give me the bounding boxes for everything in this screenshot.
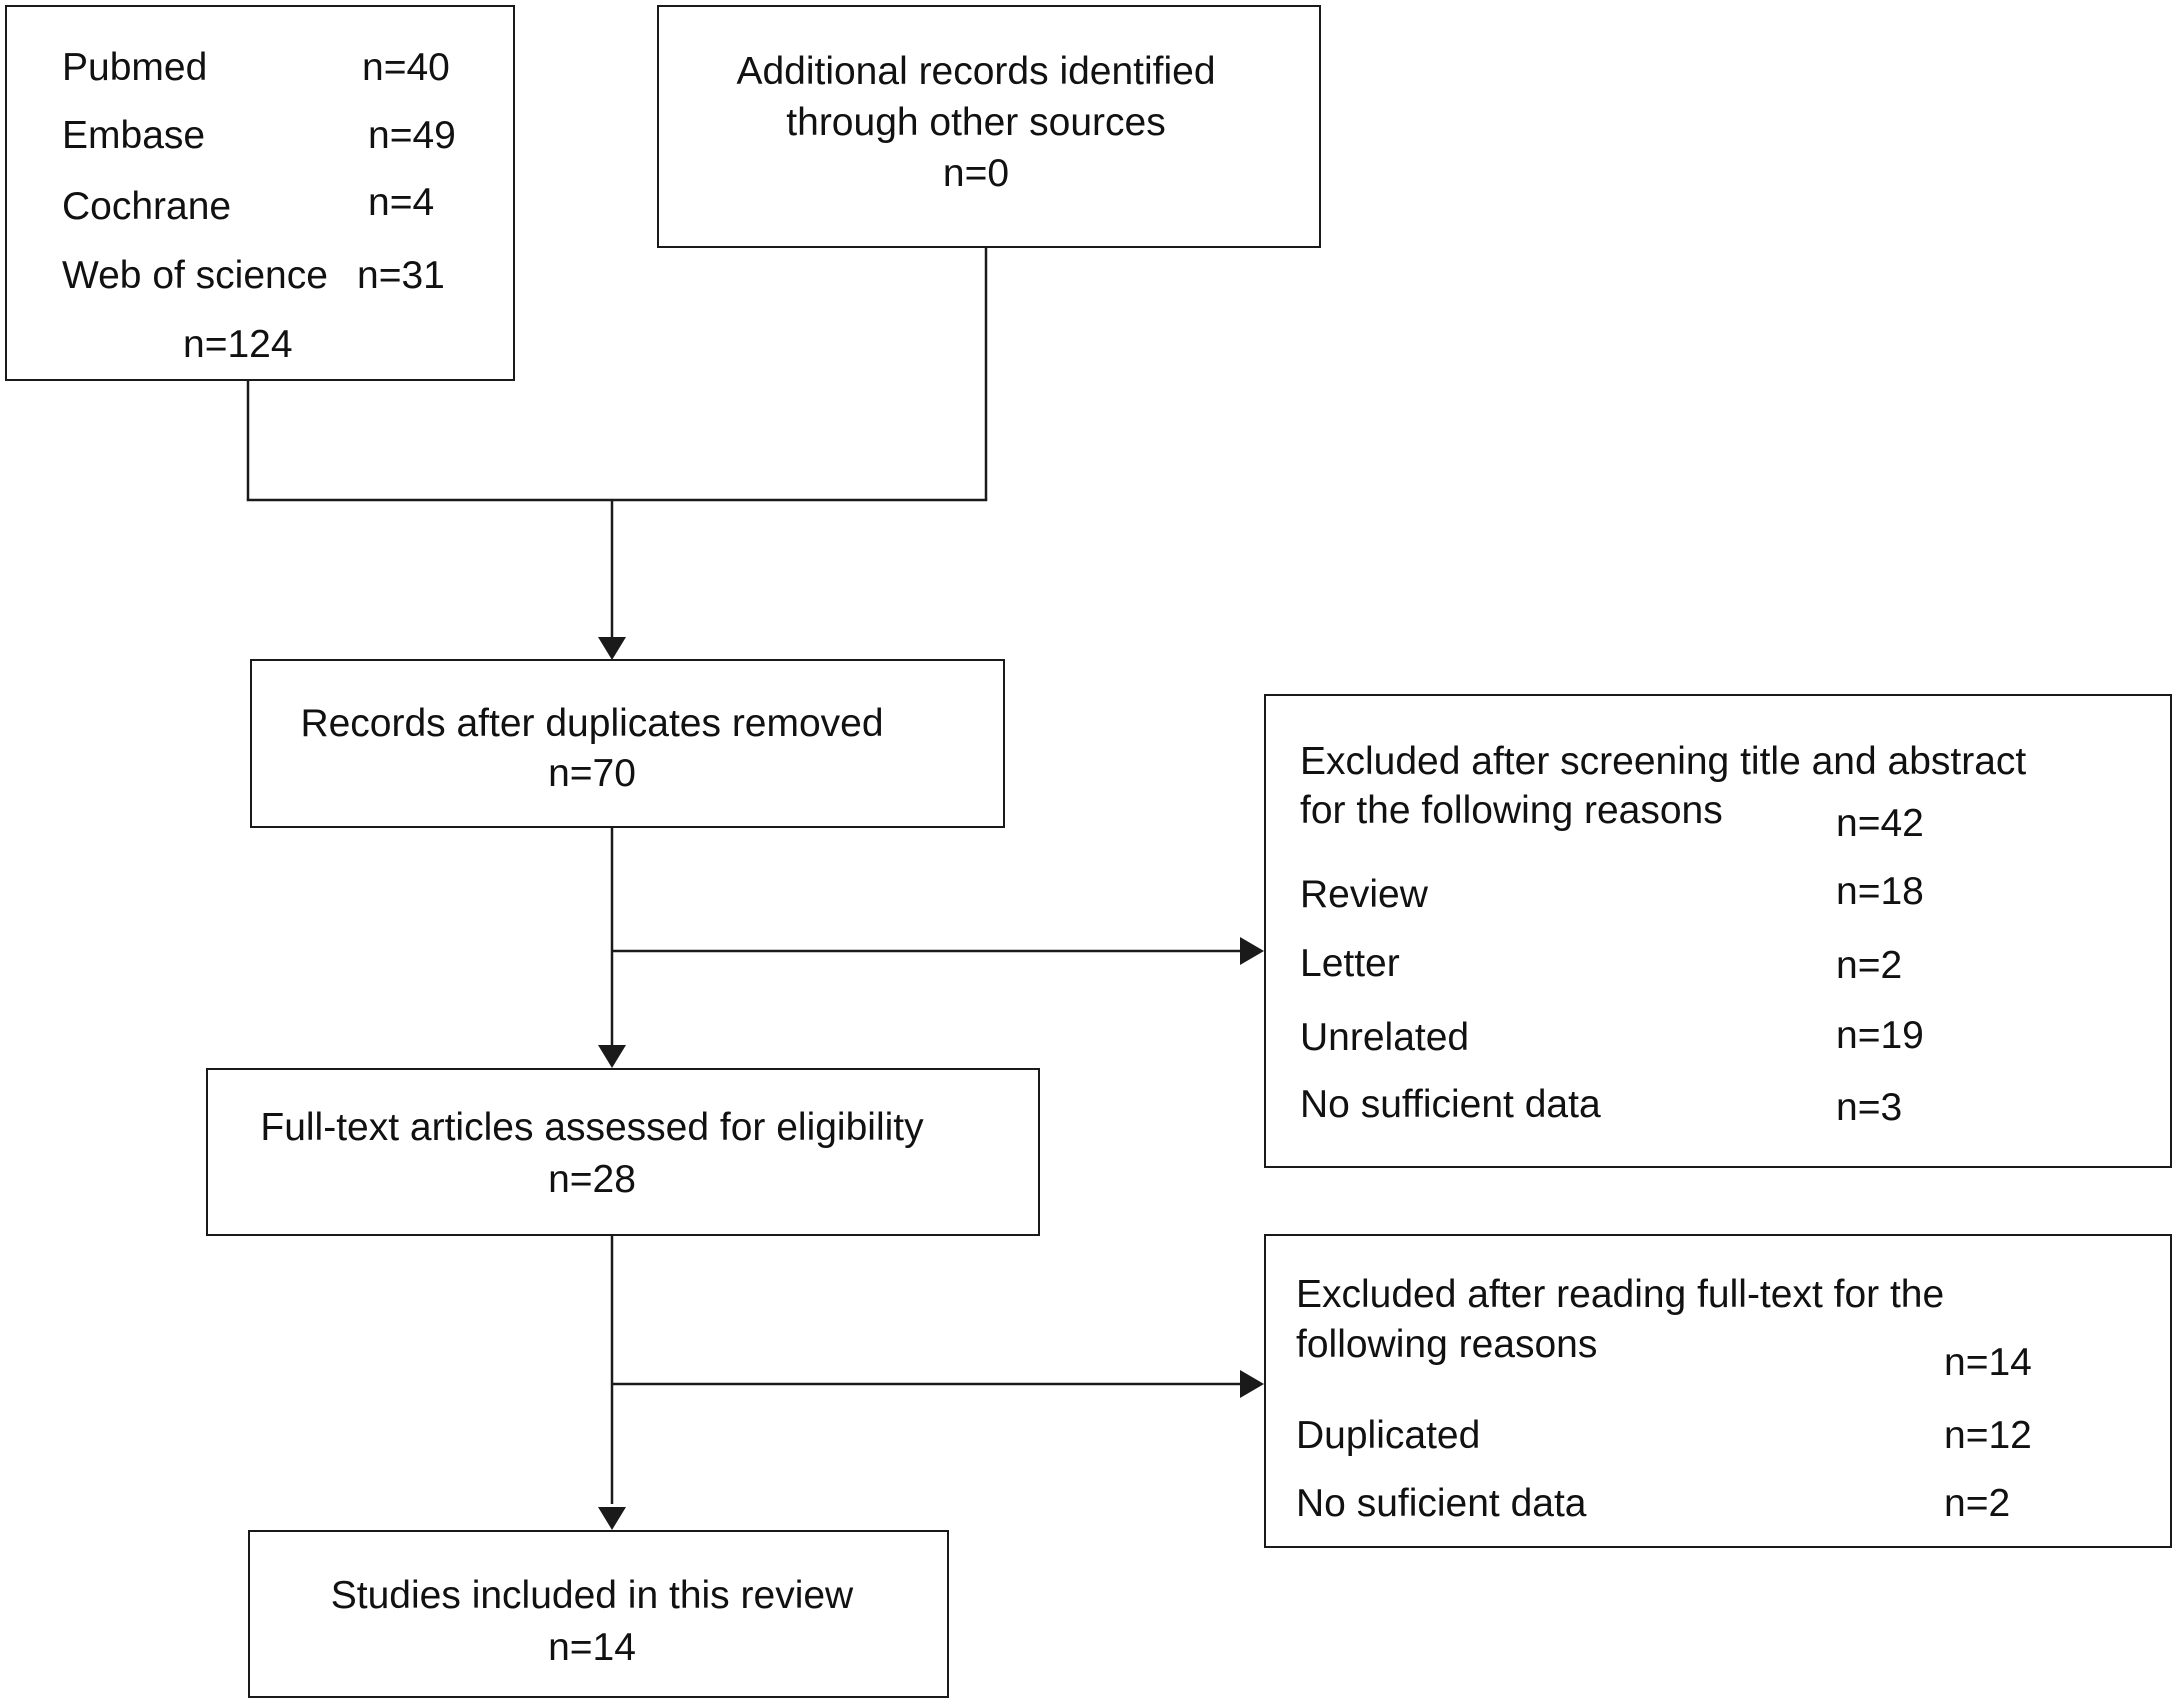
arrowhead-included bbox=[598, 1507, 626, 1530]
screen-reason-label-nodata: No sufficient data bbox=[1300, 1083, 1601, 1126]
screen-reason-count-unrelated: n=19 bbox=[1836, 1014, 1924, 1057]
source-count-pubmed: n=40 bbox=[362, 46, 450, 89]
fulltext-reason-label-nodata: No suficient data bbox=[1296, 1482, 1587, 1525]
fulltext-count: n=28 bbox=[548, 1158, 636, 1201]
source-label-wos: Web of science bbox=[62, 254, 328, 297]
arrowhead-screen-excluded bbox=[1240, 937, 1264, 965]
screen-reason-count-nodata: n=3 bbox=[1836, 1086, 1903, 1129]
arrowhead-fulltext bbox=[598, 1045, 626, 1068]
screen-reason-label-review: Review bbox=[1300, 873, 1428, 916]
additional-records-line1: Additional records identified bbox=[736, 50, 1216, 93]
fulltext-reason-label-duplicated: Duplicated bbox=[1296, 1414, 1481, 1457]
fulltext-excluded-total: n=14 bbox=[1944, 1341, 2032, 1384]
screen-reason-count-letter: n=2 bbox=[1836, 944, 1903, 987]
screen-reason-count-review: n=18 bbox=[1836, 870, 1924, 913]
screen-excluded-total: n=42 bbox=[1836, 802, 1924, 845]
fulltext-label: Full-text articles assessed for eligibil… bbox=[260, 1106, 924, 1149]
dedup-count: n=70 bbox=[548, 752, 636, 795]
screen-excluded-line1: Excluded after screening title and abstr… bbox=[1300, 740, 2027, 783]
screen-reason-label-unrelated: Unrelated bbox=[1300, 1016, 1470, 1059]
additional-records-count: n=0 bbox=[942, 152, 1010, 195]
dedup-label: Records after duplicates removed bbox=[300, 702, 884, 745]
screen-excluded-box bbox=[1264, 694, 2172, 1168]
additional-records-line2: through other sources bbox=[786, 101, 1166, 144]
sources-total: n=124 bbox=[183, 323, 293, 366]
source-label-pubmed: Pubmed bbox=[62, 46, 208, 89]
additional-records-box bbox=[657, 5, 1321, 248]
source-count-embase: n=49 bbox=[368, 114, 456, 157]
fulltext-excluded-line1: Excluded after reading full-text for the bbox=[1296, 1273, 1945, 1316]
included-count: n=14 bbox=[548, 1626, 636, 1669]
fulltext-excluded-line2: following reasons bbox=[1296, 1323, 1598, 1366]
source-count-cochrane: n=4 bbox=[368, 181, 435, 224]
arrowhead-fulltext-excluded bbox=[1240, 1370, 1264, 1398]
arrowhead-dedup bbox=[598, 637, 626, 660]
sources-box bbox=[5, 5, 515, 381]
source-label-embase: Embase bbox=[62, 114, 206, 157]
screen-excluded-line2: for the following reasons bbox=[1300, 789, 1723, 832]
included-label: Studies included in this review bbox=[330, 1574, 854, 1617]
dedup-box bbox=[250, 659, 1005, 828]
screen-reason-label-letter: Letter bbox=[1300, 942, 1400, 985]
fulltext-reason-count-nodata: n=2 bbox=[1944, 1482, 2011, 1525]
source-label-cochrane: Cochrane bbox=[62, 185, 232, 228]
fulltext-reason-count-duplicated: n=12 bbox=[1944, 1414, 2032, 1457]
fulltext-box bbox=[206, 1068, 1040, 1236]
source-count-wos: n=31 bbox=[357, 254, 445, 297]
included-box bbox=[248, 1530, 949, 1698]
fulltext-excluded-box bbox=[1264, 1234, 2172, 1548]
